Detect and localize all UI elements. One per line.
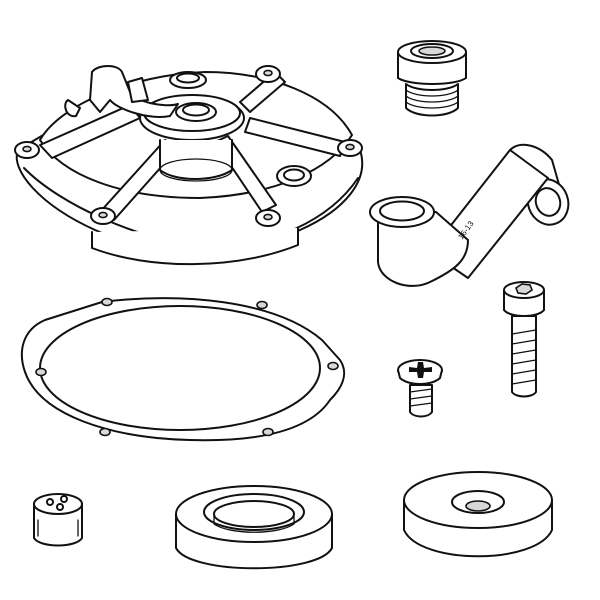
socket-head-screw xyxy=(503,281,545,398)
pump-cover-housing xyxy=(14,65,364,266)
threaded-fitting xyxy=(397,40,467,117)
phillips-screw xyxy=(397,359,443,418)
multi-pin-plug xyxy=(33,493,83,547)
cover-gasket xyxy=(20,297,346,442)
elbow-tube: 16-13 xyxy=(369,143,570,287)
mounting-boss-group xyxy=(14,65,363,227)
flat-disc-washer xyxy=(403,471,553,558)
shaft-seal-ring xyxy=(175,485,333,570)
